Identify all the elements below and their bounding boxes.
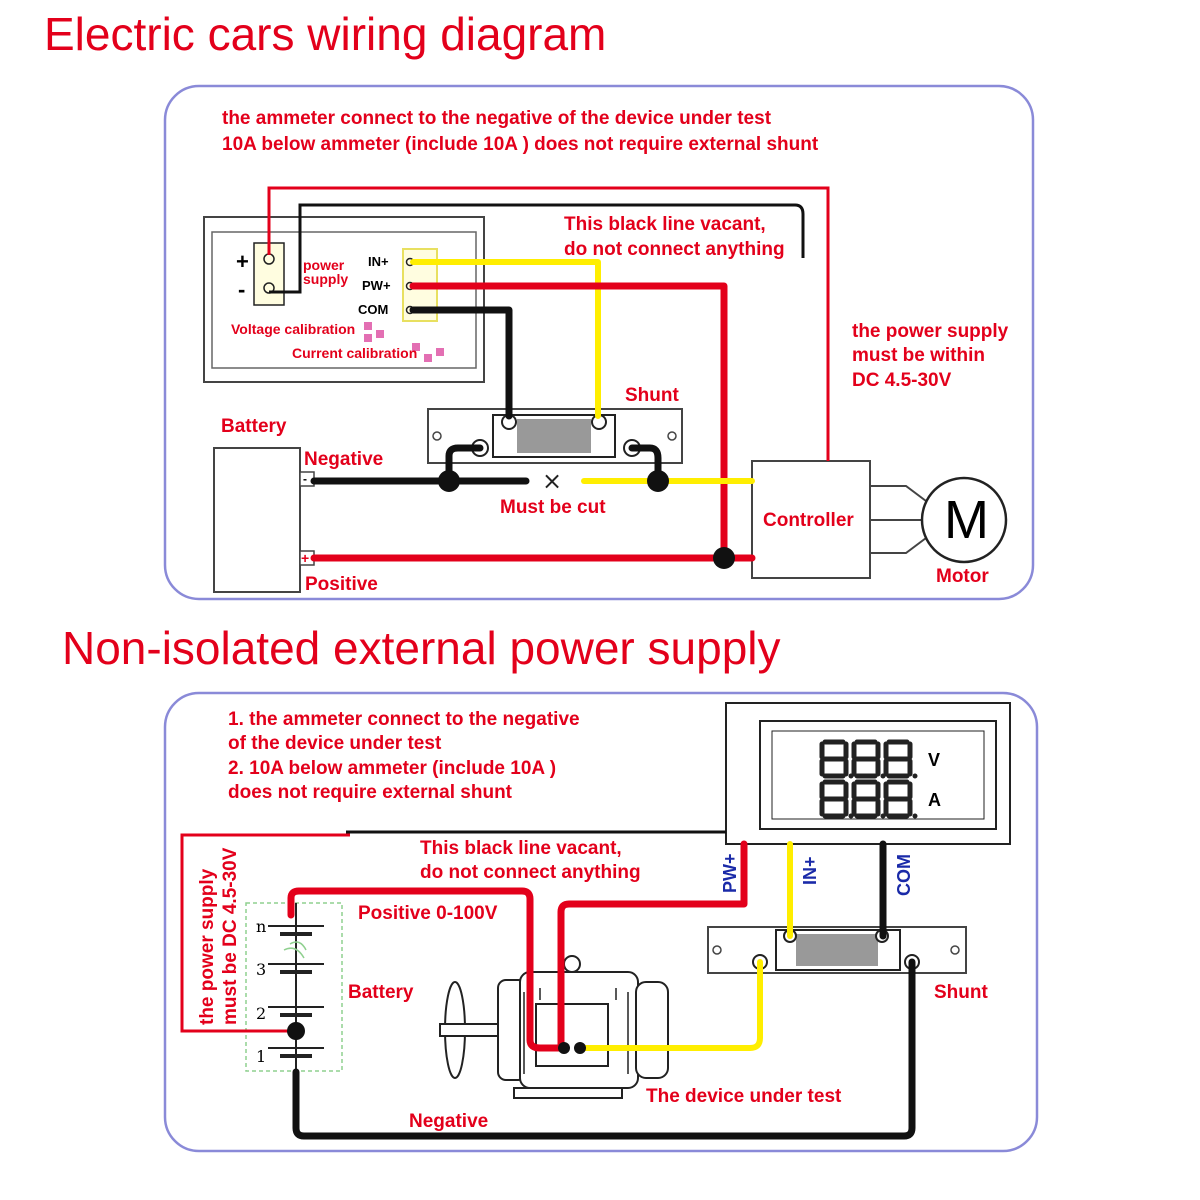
top-vacant-line2: do not connect anything	[564, 239, 785, 260]
cell-2: 2	[256, 1004, 266, 1023]
seven-segment-digit	[851, 739, 881, 779]
must-be-cut-label: Must be cut	[500, 497, 606, 518]
power-supply-label-1: power	[303, 257, 345, 273]
top-pin-in-plus: IN+	[368, 254, 389, 269]
bottom-battery-label: Battery	[348, 982, 414, 1003]
top-supply-range-1: the power supply	[852, 321, 1009, 342]
motor-symbol	[920, 476, 1008, 564]
vacant-black-wire	[269, 203, 805, 294]
terminal-box	[535, 1003, 609, 1067]
cell-n: n	[256, 917, 266, 936]
seven-segment-digits	[819, 739, 918, 819]
com-black-wire	[409, 306, 513, 420]
bottom-negative-label: Negative	[409, 1111, 488, 1132]
top-battery-label: Battery	[221, 416, 287, 437]
meter-supply-red-wire	[180, 833, 350, 1033]
top-supply-range-2: must be within	[852, 345, 985, 366]
top-pin-com: COM	[358, 302, 388, 317]
bottom-frame	[163, 691, 1039, 1153]
controller-label: Controller	[763, 510, 854, 531]
bottom-pin-in-plus: IN+	[800, 856, 820, 885]
pw-plus-red-wire	[409, 282, 728, 562]
minus-sign: -	[238, 277, 245, 302]
controller-motor-leads	[870, 485, 931, 554]
bottom-panel-meter	[725, 702, 1011, 845]
decimal-point	[912, 813, 918, 819]
top-meter-module	[203, 216, 485, 383]
in-plus-yellow-wire	[410, 259, 601, 419]
junction-positive	[713, 547, 735, 569]
junction-battery-cell	[287, 1022, 305, 1040]
bottom-pw-plus-wire	[557, 840, 748, 1052]
unit-a: A	[928, 790, 941, 810]
bottom-vacant-line1: This black line vacant,	[420, 838, 622, 859]
top-positive-label: Positive	[305, 574, 378, 595]
junction-negative	[438, 470, 460, 492]
current-calibration-label: Current calibration	[292, 345, 417, 361]
top-note-line1: the ammeter connect to the negative of t…	[222, 108, 772, 129]
bottom-negative-wire	[292, 958, 916, 1140]
top-battery	[213, 447, 301, 593]
plus-sign: +	[236, 249, 249, 274]
power-plus-wire	[267, 186, 830, 461]
top-vacant-line1: This black line vacant,	[564, 214, 766, 235]
shunt-out-wire	[628, 444, 662, 485]
voltage-trim-pot	[364, 322, 372, 330]
bottom-shunt-resistor	[796, 934, 878, 966]
bottom-note-line3: 2. 10A below ammeter (include 10A )	[228, 758, 556, 779]
top-note-line2: 10A below ammeter (include 10A ) does no…	[222, 134, 819, 155]
battery-negative-wire	[310, 444, 484, 485]
bottom-note-line2: of the device under test	[228, 733, 442, 754]
top-shunt-label: Shunt	[625, 385, 679, 406]
device-terminal-plus	[558, 1042, 570, 1054]
voltage-calibration-label: Voltage calibration	[231, 321, 355, 337]
bottom-note-line1: 1. the ammeter connect to the negative	[228, 709, 580, 730]
bottom-note-line4: does not require external shunt	[228, 782, 513, 803]
top-pin-pw-plus: PW+	[362, 278, 391, 293]
cell-1: 1	[256, 1047, 266, 1066]
cell-3: 3	[256, 960, 266, 979]
decimal-point	[912, 773, 918, 779]
cut-mark: ×	[542, 467, 562, 495]
current-trim-pot	[412, 343, 420, 351]
bottom-pin-com: COM	[894, 854, 914, 896]
bottom-shunt	[707, 926, 967, 974]
device-to-shunt-yellow-wire	[577, 959, 763, 1051]
positive-supply-wire	[287, 887, 568, 1052]
top-negative-label: Negative	[304, 449, 383, 470]
top-title: Electric cars wiring diagram	[44, 8, 606, 60]
device-under-test-label: The device under test	[646, 1086, 842, 1107]
bottom-pin-pw-plus: PW+	[720, 853, 740, 893]
device-under-test	[439, 955, 669, 1099]
shunt-resistor-element	[517, 419, 591, 453]
positive-range-label: Positive 0-100V	[358, 903, 498, 924]
bottom-supply-range-2: must be DC 4.5-30V	[220, 847, 241, 1025]
unit-v: V	[928, 750, 940, 770]
seven-segment-digit	[819, 779, 849, 819]
seven-segment-digit	[883, 739, 913, 779]
battery-plus-glyph: +	[301, 550, 309, 566]
bottom-title: Non-isolated external power supply	[62, 622, 781, 674]
bottom-shunt-label: Shunt	[934, 982, 988, 1003]
device-terminal-minus	[574, 1042, 586, 1054]
battery-minus-glyph: -	[303, 472, 307, 486]
top-shunt	[427, 408, 683, 464]
power-supply-label-2: supply	[303, 271, 348, 287]
seven-segment-digit	[819, 739, 849, 779]
motor-label: Motor	[936, 566, 989, 587]
bottom-supply-range-1: the power supply	[197, 868, 218, 1025]
seven-segment-digit	[851, 779, 881, 819]
motor-letter: M	[944, 490, 989, 550]
top-frame	[163, 84, 1035, 601]
bottom-vacant-line2: do not connect anything	[420, 862, 641, 883]
top-supply-range-3: DC 4.5-30V	[852, 370, 952, 391]
junction-shunt-out	[647, 470, 669, 492]
seven-segment-digit	[883, 779, 913, 819]
